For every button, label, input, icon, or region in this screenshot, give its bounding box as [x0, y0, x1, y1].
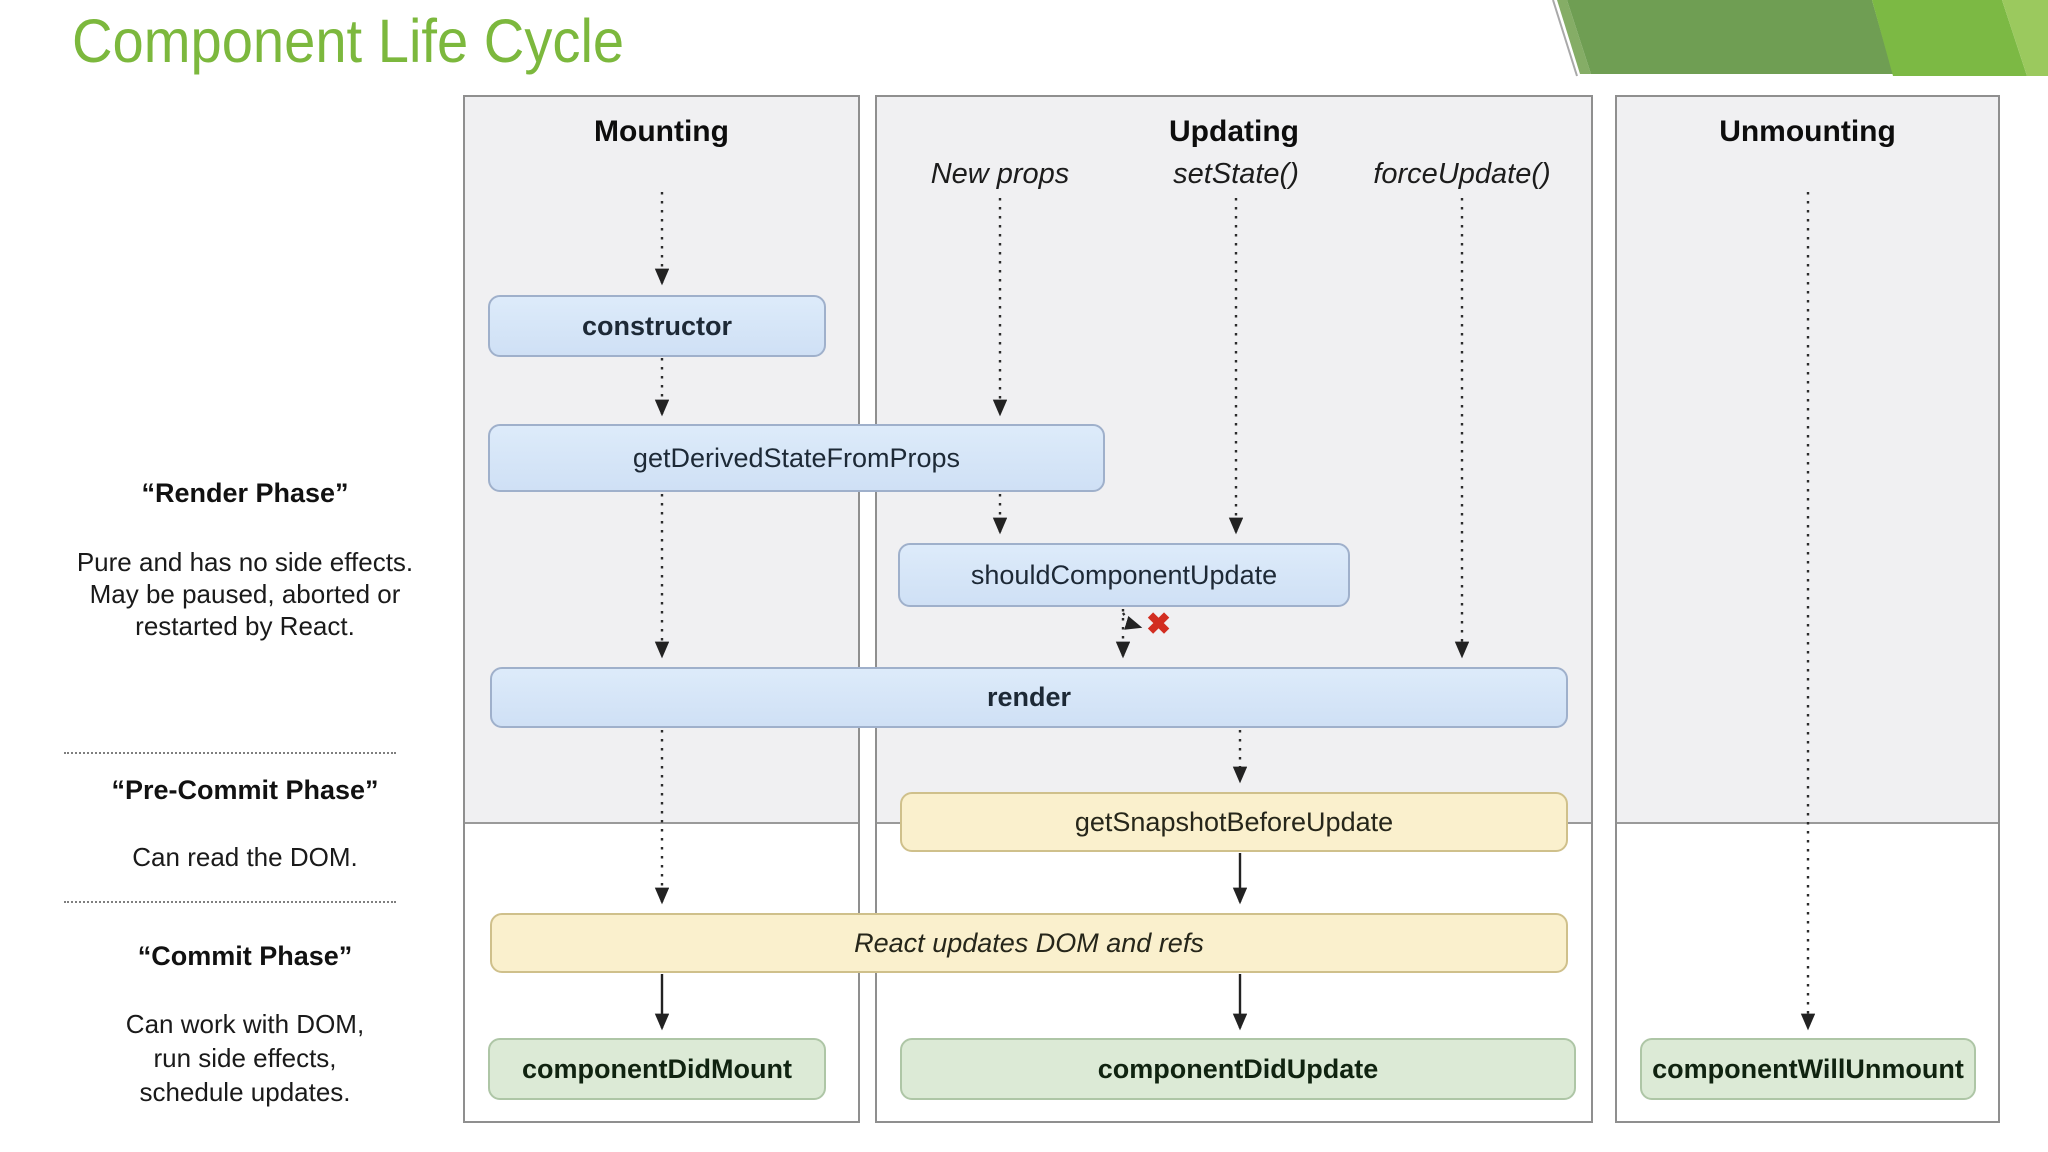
decoration-band-light	[2002, 0, 2048, 76]
pre-commit-phase-description: Can read the DOM.	[132, 842, 358, 872]
phase-divider	[64, 752, 396, 754]
constructor-box: constructor	[488, 295, 826, 357]
unmounting-column-header: Unmounting	[1719, 115, 1896, 148]
commit-phase-description: Can work with DOM, run side effects, sch…	[125, 1009, 365, 1107]
decoration-band-bright	[1872, 0, 2027, 76]
decoration-band-dark	[1567, 0, 1893, 74]
render-phase-heading: “Render Phase”	[141, 478, 349, 508]
corner-decoration	[1552, 0, 2048, 77]
unmounting-column: Unmounting	[1615, 95, 2000, 1123]
trigger-new-props: New props	[930, 158, 1070, 190]
decoration-sliver	[1557, 0, 1591, 74]
component-did-mount-box: componentDidMount	[488, 1038, 826, 1100]
should-component-update-box: shouldComponentUpdate	[898, 543, 1350, 607]
render-box: render	[490, 667, 1568, 728]
updating-column-header: Updating	[1169, 115, 1299, 148]
get-derived-state-from-props-box: getDerivedStateFromProps	[488, 424, 1105, 492]
trigger-set-state: setState()	[1173, 158, 1299, 190]
component-did-update-box: componentDidUpdate	[900, 1038, 1576, 1100]
react-updates-dom-box: React updates DOM and refs	[490, 913, 1568, 973]
render-phase-description: Pure and has no side effects. May be pau…	[76, 547, 414, 641]
component-will-unmount-box: componentWillUnmount	[1640, 1038, 1976, 1100]
get-snapshot-before-update-box: getSnapshotBeforeUpdate	[900, 792, 1568, 852]
mounting-column-header: Mounting	[594, 115, 729, 148]
decoration-edge-line	[1552, 0, 1578, 77]
phase-divider	[64, 901, 396, 903]
trigger-force-update: forceUpdate()	[1373, 158, 1551, 190]
render-phase-region	[1617, 97, 1998, 824]
abort-x-icon: ✖	[1146, 608, 1172, 641]
pre-commit-phase-heading: “Pre-Commit Phase”	[111, 775, 379, 805]
page-title: Component Life Cycle	[72, 7, 625, 75]
commit-phase-heading: “Commit Phase”	[137, 941, 353, 971]
